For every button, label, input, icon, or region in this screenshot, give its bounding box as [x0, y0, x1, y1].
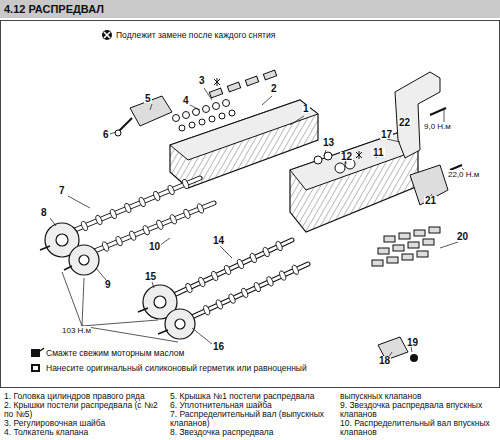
torque-value: 9,0 Н.м	[424, 122, 451, 131]
callout-number: 15	[144, 272, 157, 281]
page-title: 4.12 РАСПРЕДВАЛ	[4, 3, 104, 15]
legend-text: Смажте свежим моторным маслом	[46, 349, 184, 358]
callout-number: 5	[144, 94, 152, 103]
caption-item: 7. Распределительный вал (выпускных клап…	[170, 410, 335, 428]
callout-number: 20	[456, 232, 469, 241]
caption-item: 8. Звездочка распредвала	[170, 428, 335, 437]
legend-text: Подлежит замене после каждого снятия	[116, 31, 275, 40]
legend-text: Нанесите оригинальный силиконовый гермет…	[46, 364, 307, 373]
callout-number: 2	[270, 84, 278, 93]
caption-item: 3. Регулировочная шайба	[4, 419, 164, 428]
caption-item: 4. Толкатель клапана	[4, 428, 164, 437]
callout-number: 16	[212, 342, 225, 351]
callout-number: 14	[212, 236, 225, 245]
callout-number: 13	[322, 138, 335, 147]
callout-number: 22	[398, 118, 411, 127]
callout-number: 4	[182, 96, 190, 105]
callout-number: 21	[424, 196, 437, 205]
callout-number: 17	[380, 130, 393, 139]
caption-item: 5. Крышка №1 постели распредвала	[170, 392, 335, 401]
callout-number: 11	[372, 148, 385, 157]
callout-number: 1	[302, 104, 310, 113]
torque-value: 103 Н.м	[62, 326, 91, 335]
torque-value: 22,0 Н.м	[448, 170, 479, 179]
callout-number: 18	[378, 356, 391, 365]
callout-number: 7	[58, 186, 66, 195]
caption-item: выпускных клапанов	[340, 392, 495, 401]
caption-item: 1. Головка цилиндров правого ряда	[4, 392, 164, 401]
callout-number: 19	[406, 338, 419, 347]
callout-number: 8	[40, 208, 48, 217]
caption-item: 9. Звездочка распредвала впускных клапан…	[340, 401, 495, 419]
callout-number: 10	[148, 242, 161, 251]
caption-item: 10. Распределительный вал впускных клапа…	[340, 419, 495, 437]
caption-item: 6. Уплотнительная шайба	[170, 401, 335, 410]
callout-number: 6	[102, 130, 110, 139]
caption-item: 2. Крышки постели распредвала (с №2 по №…	[4, 401, 164, 419]
callout-number: 9	[104, 280, 112, 289]
callout-number: 12	[340, 152, 353, 161]
callout-number: 3	[198, 76, 206, 85]
